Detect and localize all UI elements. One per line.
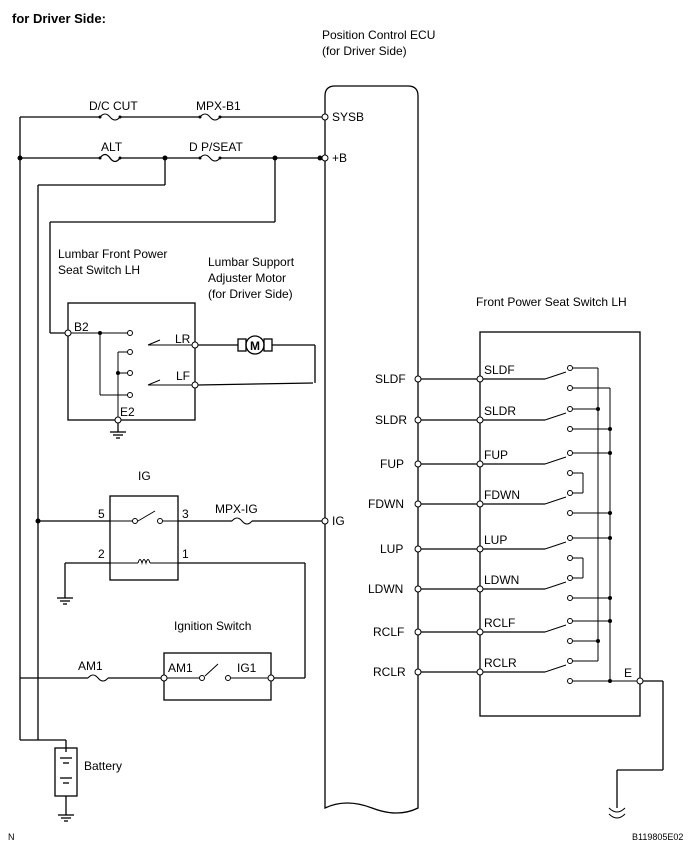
fs-pin-ldwn: LDWN xyxy=(484,573,519,587)
battery: Battery xyxy=(19,700,122,822)
fuse-mpx-ig-label: MPX-IG xyxy=(215,502,258,516)
front-power-seat-switch: Front Power Seat Switch LH SLDF SLDR FUP… xyxy=(368,295,664,819)
ig-relay-label: IG xyxy=(138,469,151,483)
lumbar-front-power-seat-switch: Lumbar Front Power Seat Switch LH B2 LR … xyxy=(58,247,199,439)
page-title: for Driver Side: xyxy=(12,11,106,26)
ecu-pin-b: +B xyxy=(332,151,347,165)
lumbar-support-adjuster-motor: Lumbar Support Adjuster Motor (for Drive… xyxy=(197,255,316,386)
ig-relay-pin2: 2 xyxy=(98,547,105,561)
lumbar-pin-lr: LR xyxy=(175,332,191,346)
fuse-dp-seat-symbol xyxy=(199,154,221,162)
ecu-title-line2: (for Driver Side) xyxy=(322,44,407,58)
ig-relay-pin3: 3 xyxy=(182,507,189,521)
lumbar-switch-title-2: Seat Switch LH xyxy=(58,263,140,277)
fs-pin-e: E xyxy=(624,666,632,680)
fuse-alt-symbol xyxy=(99,153,121,163)
motor-title-3: (for Driver Side) xyxy=(208,287,293,301)
ecu-pin-fup: FUP xyxy=(380,457,404,471)
ignition-switch-label: Ignition Switch xyxy=(174,619,251,633)
fs-pin-rclf: RCLF xyxy=(484,616,515,630)
fuse-dc-cut-label: D/C CUT xyxy=(89,99,138,113)
motor-title-1: Lumbar Support xyxy=(208,255,295,269)
ig-relay-pin5: 5 xyxy=(98,507,105,521)
ecu-pin-rclf: RCLF xyxy=(373,625,404,639)
fs-pin-sldr: SLDR xyxy=(484,404,516,418)
ig-relay: IG 5 3 MPX-IG IG 2 1 xyxy=(35,469,345,678)
fs-pin-rclr: RCLR xyxy=(484,656,517,670)
power-lines: D/C CUT MPX-B1 SYSB ALT D P/SEAT +B xyxy=(17,99,364,740)
lumbar-pin-lf: LF xyxy=(176,369,190,383)
footer-left: N xyxy=(8,832,15,842)
fuse-mpx-b1-symbol xyxy=(199,113,221,121)
ecu-pin-sysb: SYSB xyxy=(332,110,364,124)
ecu-pin-rclr: RCLR xyxy=(373,665,406,679)
footer-code: B119805E02 xyxy=(632,832,683,842)
fs-pin-lup: LUP xyxy=(484,533,507,547)
ig-relay-pin1: 1 xyxy=(182,547,189,561)
ign-pin-am1: AM1 xyxy=(168,661,193,675)
battery-label: Battery xyxy=(84,759,122,773)
ecu-pin-fdwn: FDWN xyxy=(368,497,404,511)
fuse-dp-seat-label: D P/SEAT xyxy=(189,140,243,154)
fs-pin-sldf: SLDF xyxy=(484,363,515,377)
ecu-pin-ig: IG xyxy=(332,514,345,528)
lumbar-pin-b2: B2 xyxy=(74,320,89,334)
ecu-pin-lup: LUP xyxy=(380,542,403,556)
lumbar-switch-title-1: Lumbar Front Power xyxy=(58,247,167,261)
fuse-dc-cut-symbol xyxy=(99,113,121,121)
fuse-mpx-b1-label: MPX-B1 xyxy=(196,99,241,113)
position-control-ecu: Position Control ECU (for Driver Side) xyxy=(322,28,435,814)
fuse-am1-label: AM1 xyxy=(78,659,103,673)
motor-m-symbol: M xyxy=(250,339,260,353)
front-switch-title: Front Power Seat Switch LH xyxy=(476,295,627,309)
ecu-pin-ldwn: LDWN xyxy=(368,582,403,596)
ignition-switch: Ignition Switch AM1 AM1 IG1 xyxy=(20,619,305,701)
motor-title-2: Adjuster Motor xyxy=(208,271,286,285)
fs-pin-fdwn: FDWN xyxy=(484,488,520,502)
ign-pin-ig1: IG1 xyxy=(237,661,257,675)
ecu-pin-sldf: SLDF xyxy=(375,372,406,386)
switch-contacts xyxy=(544,365,640,684)
ecu-pin-sldr: SLDR xyxy=(375,413,407,427)
ecu-outline xyxy=(324,85,419,814)
ecu-title-line1: Position Control ECU xyxy=(322,28,435,42)
lumbar-pin-e2: E2 xyxy=(120,405,135,419)
fuse-alt-label: ALT xyxy=(101,140,123,154)
signal-wires xyxy=(414,375,545,676)
fs-pin-fup: FUP xyxy=(484,448,508,462)
